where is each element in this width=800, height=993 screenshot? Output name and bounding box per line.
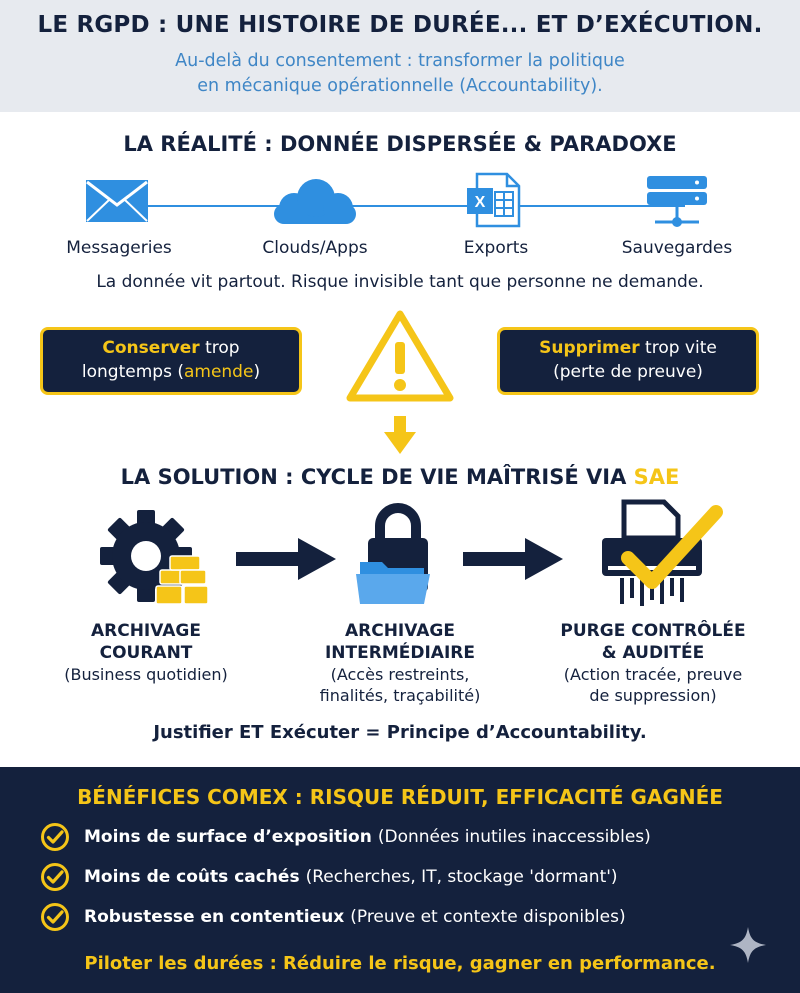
step-title-line1: PURGE CONTRÔLÉE [560,621,746,641]
paradox-keep-bold: Conserver [102,338,200,358]
step-title-line1: ARCHIVAGE [90,621,201,641]
source-exports: X Exports [421,172,571,268]
check-circle-icon [41,863,69,891]
step-desc-line1: (Action tracée, preuve [563,665,743,684]
benefit-bold: Moins de coûts cachés [84,867,300,887]
benefit-detail: (Preuve et contexte disponibles) [350,907,626,927]
warning-icon [346,310,454,402]
benefit-detail: (Recherches, IT, stockage 'dormant') [305,867,618,887]
step-title-line2: COURANT [99,643,193,663]
server-icon [647,176,707,227]
source-label: Sauvegardes [621,238,733,258]
source-label: Clouds/Apps [262,238,368,258]
sparkle-icon [730,927,766,963]
right-arrow-icon [463,538,563,580]
subtitle-line-1: Au-delà du consentement : transformer la… [175,51,625,71]
source-sauvegardes: Sauvegardes [602,174,752,268]
header-banner: LE RGPD : UNE HISTOIRE DE DURÉE... ET D’… [0,0,800,112]
step-archivage-intermediaire: ARCHIVAGE INTERMÉDIAIRE (Accès restreint… [285,620,515,706]
solution-title-sae: SAE [633,465,680,489]
page-title: LE RGPD : UNE HISTOIRE DE DURÉE... ET D’… [37,12,763,38]
svg-text:X: X [475,194,486,211]
check-circle-icon [41,823,69,851]
sources-connector-line [115,205,685,207]
source-clouds: Clouds/Apps [240,178,390,268]
subtitle-line-2: en mécanique opérationnelle (Accountabil… [197,76,603,96]
step-title-line1: ARCHIVAGE [344,621,455,641]
step-desc-line2: de suppression) [589,686,717,705]
paradox-delete-line2: (perte de preuve) [553,362,703,382]
step-title-line2: INTERMÉDIAIRE [324,643,475,663]
benefit-bold: Moins de surface d’exposition [84,827,372,847]
benefit-detail: (Données inutiles inaccessibles) [377,827,651,847]
benefit-item: Robustesse en contentieux (Preuve et con… [40,901,626,933]
paradox-delete-bold: Supprimer [539,338,640,358]
step-purge-controlee: PURGE CONTRÔLÉE & AUDITÉE (Action tracée… [538,620,768,706]
source-label: Messageries [66,238,172,258]
step-desc-line1: (Business quotidien) [64,665,228,684]
benefit-item: Moins de surface d’exposition (Données i… [40,821,651,853]
page-subtitle: Au-delà du consentement : transformer la… [0,49,800,99]
benefits-panel: BÉNÉFICES COMEX : RISQUE RÉDUIT, EFFICAC… [0,767,800,993]
paradox-keep-fine: amende [183,362,254,382]
mail-icon [86,180,148,222]
step-title-line2: & AUDITÉE [601,643,705,663]
step-archivage-courant: ARCHIVAGE COURANT (Business quotidien) [31,620,261,685]
paradox-delete-box: Supprimer trop vite (perte de preuve) [497,327,759,395]
benefit-bold: Robustesse en contentieux [84,907,345,927]
paradox-keep-rest: trop [199,338,240,358]
step-desc-line2: finalités, traçabilité) [319,686,481,705]
reality-title: LA RÉALITÉ : DONNÉE DISPERSÉE & PARADOXE [123,132,677,156]
source-label: Exports [463,238,529,258]
cloud-icon [274,179,356,224]
right-arrow-icon [236,538,336,580]
accountability-principle: Justifier ET Exécuter = Principe d’Accou… [153,722,647,743]
paradox-keep-close: ) [253,362,261,382]
benefits-title: BÉNÉFICES COMEX : RISQUE RÉDUIT, EFFICAC… [77,785,723,809]
paradox-keep-line2: longtemps ( [81,362,184,382]
solution-title-text: LA SOLUTION : CYCLE DE VIE MAÎTRISÉ VIA [120,465,634,489]
source-messageries: Messageries [44,178,194,268]
reality-statement: La donnée vit partout. Risque invisible … [96,272,704,292]
step-desc-line1: (Accès restreints, [330,665,470,684]
solution-title: LA SOLUTION : CYCLE DE VIE MAÎTRISÉ VIA … [0,465,800,489]
benefits-footer: Piloter les durées : Réduire le risque, … [84,953,716,974]
paradox-keep-box: Conserver trop longtemps (amende) [40,327,302,395]
excel-file-icon: X [467,172,521,228]
benefit-item: Moins de coûts cachés (Recherches, IT, s… [40,861,618,893]
lock-folder-icon [356,503,430,604]
paradox-delete-rest: trop vite [639,338,717,358]
gear-icon [100,510,209,605]
check-circle-icon [41,903,69,931]
down-arrow-icon [384,416,416,454]
shredder-check-icon [602,499,723,606]
